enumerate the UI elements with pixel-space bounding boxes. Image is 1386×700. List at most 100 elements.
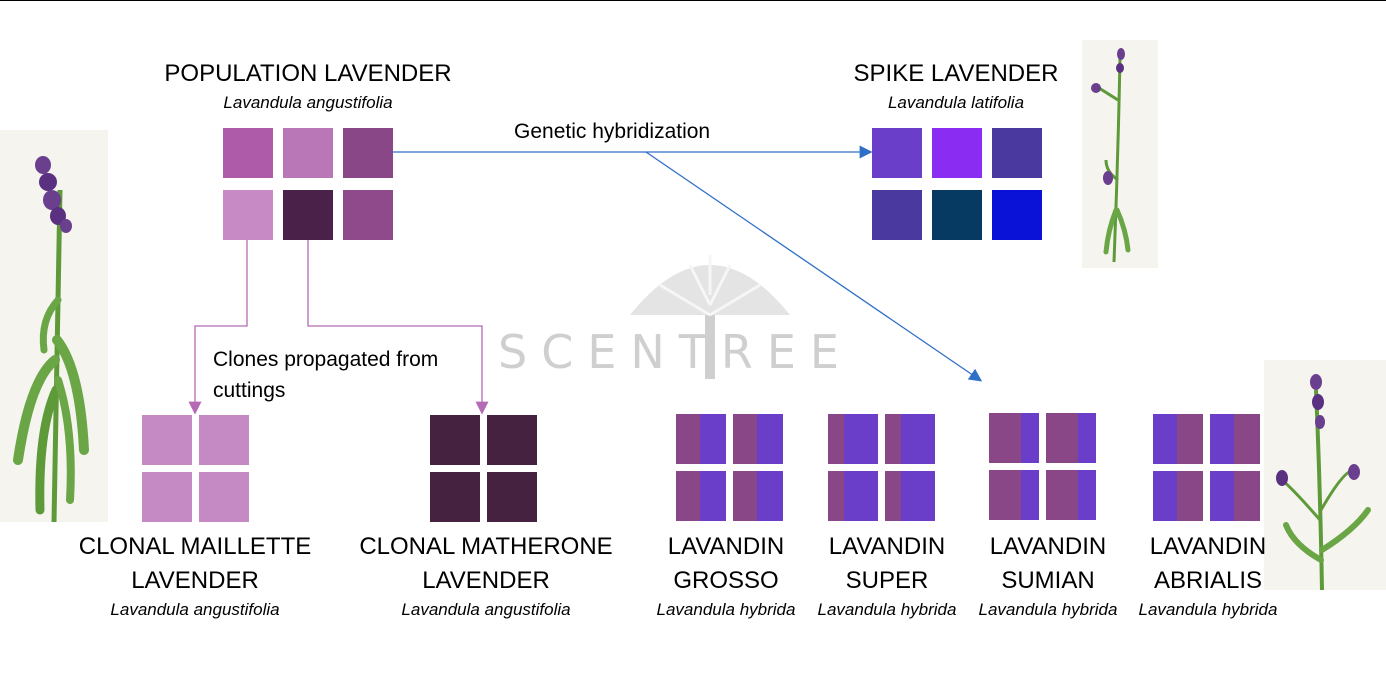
clone-swatch bbox=[142, 472, 192, 522]
clone-maillette-title-2: LAVENDER bbox=[131, 567, 259, 594]
population-swatch bbox=[223, 190, 273, 240]
lavandin-swatch bbox=[733, 414, 783, 464]
lavandin-swatch bbox=[885, 414, 935, 464]
lavandin-swatch-left-part bbox=[676, 471, 700, 521]
lavandin-swatch bbox=[676, 414, 726, 464]
lavandin-swatch-left-part bbox=[828, 414, 844, 464]
lavandin-super-latin: Lavandula hybrida bbox=[817, 600, 957, 619]
lavandin-sumian-title-2: SUMIAN bbox=[1001, 567, 1095, 594]
lavandin-swatch-left-part bbox=[885, 471, 901, 521]
lavandin-swatch-left-part bbox=[828, 471, 844, 521]
top-border-line bbox=[0, 0, 1386, 1]
lavender-plant-illustration-bottom-right bbox=[1264, 360, 1386, 590]
lavandin-swatch-left-part bbox=[989, 470, 1021, 520]
clones-label-line2: cuttings bbox=[213, 379, 286, 402]
scentree-watermark: SCENTREE bbox=[498, 325, 853, 379]
lavandin-swatch-left-part bbox=[733, 471, 757, 521]
lavandin-swatch-left-part bbox=[1210, 414, 1234, 464]
lavandin-swatch-right-part bbox=[844, 471, 878, 521]
population-swatch bbox=[223, 128, 273, 178]
lavandin-swatch-right-part bbox=[1078, 470, 1096, 520]
population-title: POPULATION LAVENDER bbox=[164, 60, 452, 87]
lavandin-grosso-title-2: GROSSO bbox=[673, 567, 779, 594]
spike-latin: Lavandula latifolia bbox=[887, 93, 1025, 112]
lavandin-swatch-right-part bbox=[844, 414, 878, 464]
clone-swatch bbox=[430, 415, 480, 465]
lavandin-swatch-right-part bbox=[1177, 471, 1203, 521]
lavandin-swatch-right-part bbox=[700, 471, 726, 521]
lavandin-grosso-title-1: LAVANDIN bbox=[667, 533, 785, 560]
lavender-plant-illustration-top-right bbox=[1082, 40, 1158, 268]
lavandin-swatch-left-part bbox=[733, 414, 757, 464]
clone-matherone-title-1: CLONAL MATHERONE bbox=[359, 533, 613, 560]
population-latin: Lavandula angustifolia bbox=[223, 93, 393, 112]
spike-swatch bbox=[872, 190, 922, 240]
lavandin-abrialis-title-1: LAVANDIN bbox=[1149, 533, 1267, 560]
lavandin-swatch-left-part bbox=[989, 413, 1021, 463]
clone-swatch bbox=[199, 472, 249, 522]
lavandin-swatch-left-part bbox=[1153, 471, 1177, 521]
clone-swatch bbox=[199, 415, 249, 465]
lavandin-swatch-right-part bbox=[757, 471, 783, 521]
clone-swatch bbox=[142, 415, 192, 465]
lavandin-super-title-1: LAVANDIN bbox=[828, 533, 946, 560]
lavandin-sumian-title-1: LAVANDIN bbox=[989, 533, 1107, 560]
spike-swatch bbox=[992, 128, 1042, 178]
lavandin-abrialis-title-2: ABRIALIS bbox=[1153, 567, 1263, 594]
clones-label-line1: Clones propagated from bbox=[213, 348, 439, 371]
population-swatch bbox=[343, 190, 393, 240]
lavandin-swatch-right-part bbox=[1177, 414, 1203, 464]
lavandin-swatch bbox=[989, 413, 1039, 463]
spike-swatch bbox=[932, 190, 982, 240]
lavandin-swatch bbox=[1153, 414, 1203, 464]
lavandin-swatch-right-part bbox=[1021, 470, 1039, 520]
clone-matherone-latin: Lavandula angustifolia bbox=[401, 600, 571, 619]
lavandin-swatch bbox=[828, 471, 878, 521]
lavandin-swatch-right-part bbox=[1021, 413, 1039, 463]
lavandin-swatch-right-part bbox=[1078, 413, 1096, 463]
lavandin-swatch-left-part bbox=[1046, 470, 1078, 520]
population-swatch bbox=[283, 190, 333, 240]
lavandin-swatch-left-part bbox=[1153, 414, 1177, 464]
scentree-tree-logo bbox=[630, 255, 790, 379]
lavandin-swatch-right-part bbox=[1234, 414, 1260, 464]
clone-swatch bbox=[487, 472, 537, 522]
lavandin-grosso-latin: Lavandula hybrida bbox=[656, 600, 796, 619]
lavandin-swatch-left-part bbox=[1210, 471, 1234, 521]
clone-swatch bbox=[430, 472, 480, 522]
lavandin-swatch-left-part bbox=[676, 414, 700, 464]
lavandin-swatch-right-part bbox=[757, 414, 783, 464]
lavandin-super-title-2: SUPER bbox=[845, 567, 929, 594]
clone-matherone-title-2: LAVENDER bbox=[422, 567, 550, 594]
clone-maillette-latin: Lavandula angustifolia bbox=[110, 600, 280, 619]
lavandin-swatch-right-part bbox=[1234, 471, 1260, 521]
lavandin-swatch-left-part bbox=[885, 414, 901, 464]
lavandin-swatch bbox=[828, 414, 878, 464]
arrow-to-matherone bbox=[307, 240, 489, 415]
lavandin-swatch bbox=[1210, 414, 1260, 464]
lavandin-swatch bbox=[885, 471, 935, 521]
lavandin-swatch-right-part bbox=[901, 414, 935, 464]
lavandin-swatch bbox=[1046, 470, 1096, 520]
population-swatch bbox=[283, 128, 333, 178]
spike-title: SPIKE LAVENDER bbox=[853, 60, 1059, 87]
spike-swatch bbox=[872, 128, 922, 178]
lavandin-swatch bbox=[733, 471, 783, 521]
clone-swatch bbox=[487, 415, 537, 465]
lavandin-swatch bbox=[676, 471, 726, 521]
lavandin-swatch-right-part bbox=[700, 414, 726, 464]
lavandin-swatch bbox=[1153, 471, 1203, 521]
lavender-plant-illustration-left bbox=[0, 130, 108, 522]
hybridization-label: Genetic hybridization bbox=[514, 120, 711, 143]
lavandin-swatch bbox=[989, 470, 1039, 520]
arrow-to-maillette bbox=[188, 240, 248, 415]
spike-swatch bbox=[992, 190, 1042, 240]
spike-swatch bbox=[932, 128, 982, 178]
lavandin-swatch bbox=[1210, 471, 1260, 521]
population-swatch bbox=[343, 128, 393, 178]
arrow-to-lavandins bbox=[645, 151, 983, 382]
lavandin-swatch bbox=[1046, 413, 1096, 463]
lavandin-sumian-latin: Lavandula hybrida bbox=[978, 600, 1118, 619]
clone-maillette-title-1: CLONAL MAILLETTE bbox=[78, 533, 312, 560]
